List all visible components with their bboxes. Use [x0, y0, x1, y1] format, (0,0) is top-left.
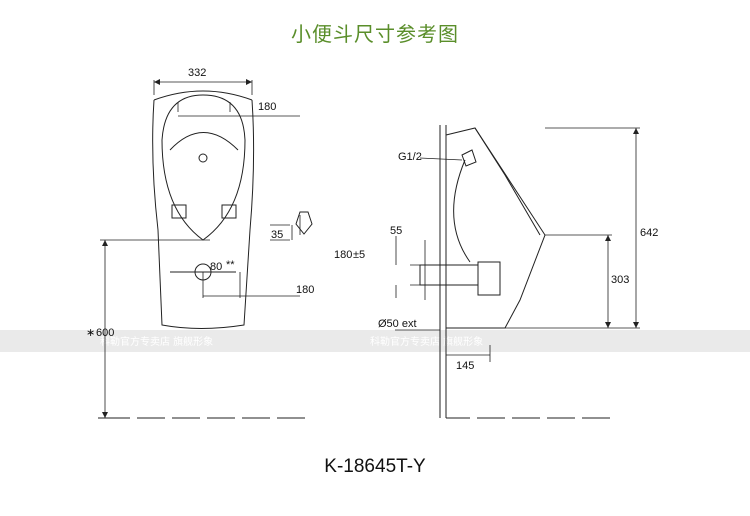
dim-height-prefix: ∗ — [86, 327, 95, 339]
dim-line-height — [100, 239, 210, 418]
side-view — [419, 125, 610, 419]
side-inlet-valve — [461, 149, 477, 167]
model-number: K-18645T-Y — [324, 456, 426, 477]
side-body-outline — [445, 127, 546, 329]
front-bowl-outline — [161, 94, 246, 241]
side-supply-pipe — [453, 159, 471, 263]
leader-inlet — [419, 157, 463, 161]
dim-line-35 — [270, 224, 293, 241]
watermark-band — [0, 330, 750, 352]
dim-642-label: 642 — [640, 227, 658, 239]
side-dimensions — [395, 127, 640, 362]
front-view — [98, 90, 305, 419]
inlet-label: G1/2 — [398, 151, 422, 163]
side-wall — [439, 125, 447, 418]
dim-35-label: 35 — [271, 229, 283, 241]
dim-line-180 — [410, 240, 440, 300]
dim-inner-label: 180 — [258, 101, 276, 113]
dim-303-label: 303 — [611, 274, 629, 286]
front-arrows — [102, 79, 252, 418]
dim-line-303 — [545, 234, 612, 328]
side-trap — [477, 261, 501, 296]
dim-180-label: 180 — [334, 249, 352, 261]
dim-80-note: ** — [226, 259, 235, 271]
dim-80-label: 80 — [210, 261, 222, 273]
dim-height-label: 600 — [96, 327, 114, 339]
dim-line-642 — [545, 127, 640, 328]
side-outlet-pipe — [419, 264, 479, 286]
dim-line-width — [153, 80, 253, 95]
front-dimensions — [100, 80, 301, 418]
watermark-text: 科勒官方专卖店 旗舰形象 — [100, 335, 213, 348]
front-drain-hole — [198, 153, 208, 163]
side-arrows — [605, 128, 639, 328]
page-title: 小便斗尺寸参考图 — [291, 22, 459, 46]
front-flush-valve — [295, 211, 313, 235]
front-top-outline — [153, 90, 253, 101]
dim-width-label: 332 — [188, 67, 206, 79]
dim-line-180-bottom — [202, 272, 300, 298]
dim-line-inner — [177, 102, 300, 117]
front-bowl-rim — [169, 132, 239, 151]
dim-180-bottom-label: 180 — [296, 284, 314, 296]
side-body-inner — [474, 127, 541, 236]
dim-outlet-label: Ø50 ext — [378, 318, 417, 330]
dim-180-tolerance: ±5 — [353, 249, 365, 261]
dim-55-label: 55 — [390, 225, 402, 237]
dim-145-label: 145 — [456, 360, 474, 372]
front-bracket-left — [171, 204, 187, 219]
front-bracket-right — [221, 204, 237, 219]
dim-line-145 — [446, 345, 491, 362]
watermark-text-2: 科勒官方专卖店 旗舰形象 — [370, 335, 483, 348]
front-body-outline — [152, 99, 255, 329]
